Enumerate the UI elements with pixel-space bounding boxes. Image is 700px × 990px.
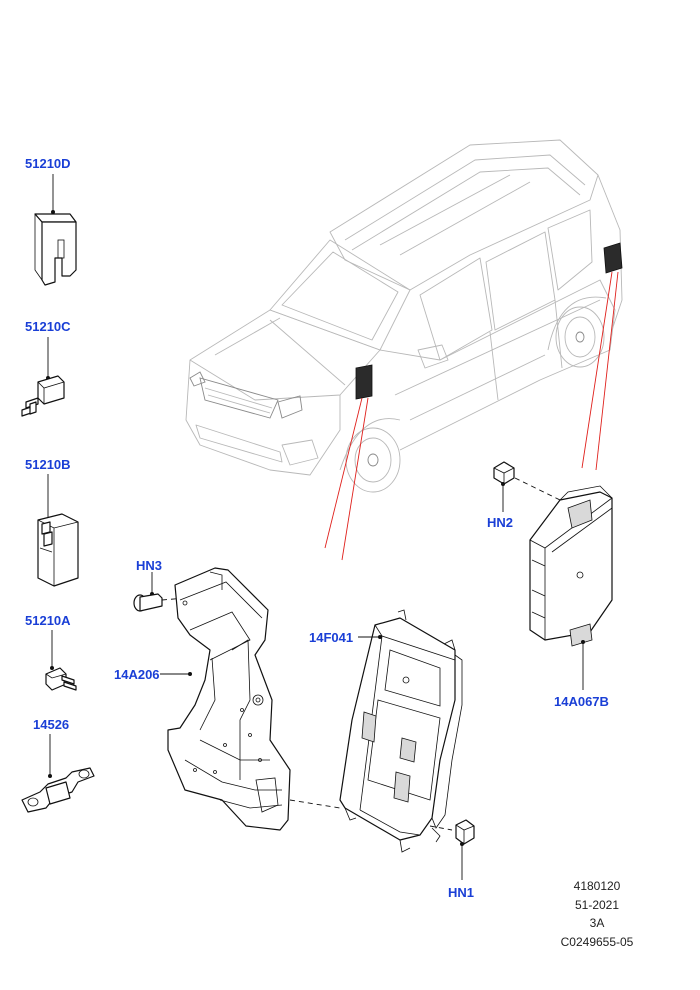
callout-51210A: 51210A bbox=[25, 613, 71, 628]
fuse-51210C-part bbox=[21, 337, 65, 417]
vehicle-illustration bbox=[185, 139, 623, 561]
fuse-51210D-part bbox=[34, 174, 77, 286]
bracket-14A206-part bbox=[167, 567, 291, 831]
fuse-51210A-part bbox=[45, 630, 77, 691]
callout-HN1: HN1 bbox=[448, 885, 474, 900]
callout-14A067B: 14A067B bbox=[554, 694, 609, 709]
nut-HN1-part bbox=[455, 819, 475, 880]
vehicle-front-module-icon bbox=[355, 364, 373, 400]
callout-14526: 14526 bbox=[33, 717, 69, 732]
module-14F041-part bbox=[339, 609, 463, 853]
vehicle-rear-module-icon bbox=[603, 242, 623, 274]
fuse-14526-part bbox=[21, 734, 95, 813]
callout-51210B: 51210B bbox=[25, 457, 71, 472]
callout-14F041: 14F041 bbox=[309, 630, 353, 645]
reference-line-1: 4180120 bbox=[574, 879, 621, 893]
bolt-HN3-part bbox=[133, 572, 163, 612]
nut-HN2-part bbox=[493, 461, 515, 512]
reference-line-2: 51-2021 bbox=[575, 898, 619, 912]
callout-14A206: 14A206 bbox=[114, 667, 160, 682]
fuse-51210B-part bbox=[37, 474, 79, 587]
module-14A067B-part bbox=[529, 485, 613, 647]
callout-HN2: HN2 bbox=[487, 515, 513, 530]
reference-line-4: C0249655-05 bbox=[561, 935, 634, 949]
callout-51210D: 51210D bbox=[25, 156, 71, 171]
callout-HN3: HN3 bbox=[136, 558, 162, 573]
reference-line-3: 3A bbox=[590, 916, 605, 930]
callout-51210C: 51210C bbox=[25, 319, 71, 334]
